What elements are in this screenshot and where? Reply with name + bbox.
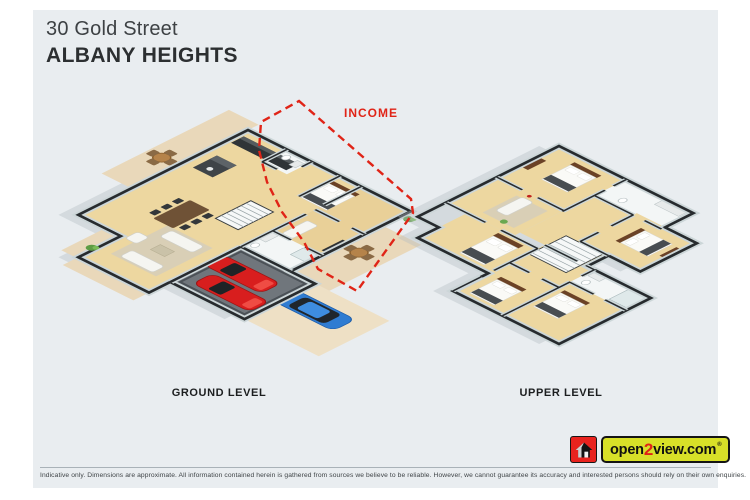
garage-wall [168,245,292,283]
kitchen-island [192,155,237,178]
red-car-2 [195,275,267,311]
deck-front [62,257,150,301]
floor-bathroom-3 [594,179,694,230]
stairs [214,200,275,231]
red-car-1 [207,256,278,292]
house-icon [570,436,597,463]
interior-wall [445,176,663,317]
blue-car [278,292,352,330]
property-address: 30 Gold Street [46,18,178,40]
bathroom-1-fixtures [281,155,305,169]
income-boundary [257,99,415,293]
dining-table [149,198,214,231]
logo-text-prefix: open [610,441,644,458]
exterior-wall [414,144,700,346]
floor-bedroom-2 [417,213,538,274]
deck-left [61,228,121,258]
income-annotation: INCOME [344,106,398,120]
logo-text-digit: 2 [643,439,654,459]
logo-text-suffix: view.com [653,441,717,458]
upper-lounge-sofa [496,194,533,224]
floor-bathroom-2 [240,230,323,272]
deck-top-left [101,109,259,189]
page-title: 30 Gold Street ALBANY HEIGHTS [46,18,238,68]
registered-mark: ® [717,442,722,448]
upper-level-label: UPPER LEVEL [519,387,603,399]
upper-level-floorplan [397,142,704,348]
ground-level-label: GROUND LEVEL [171,387,267,399]
living-sofas [121,230,204,272]
property-suburb: ALBANY HEIGHTS [46,44,238,67]
coffee-table [149,244,176,257]
ground-level-floorplan [58,109,422,357]
interior-wall [240,149,366,256]
dresser-1 [522,158,547,171]
disclaimer-text: Indicative only. Dimensions are approxim… [40,467,746,479]
